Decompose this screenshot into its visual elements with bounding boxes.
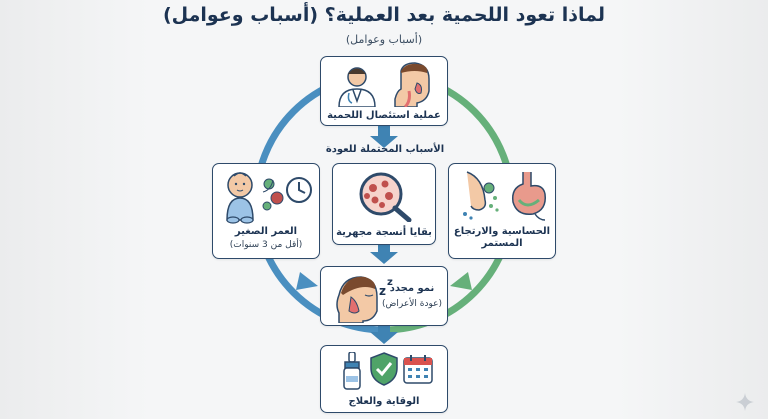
arrow-head-mid xyxy=(370,252,398,264)
node-allergy-reflux: الحساسية والارتجاع المستمر xyxy=(448,163,556,259)
sleeping-face-icon xyxy=(336,276,378,323)
node-prevention: الوقاية والعلاج xyxy=(320,345,448,413)
node-regrowth: z z نمو مجدد (عودة الأعراض) xyxy=(320,266,448,326)
baby-icon xyxy=(226,172,254,224)
nose-icon xyxy=(463,171,499,220)
arrow-shaft-top xyxy=(378,126,390,136)
page-title: لماذا تعود اللحمية بعد العملية؟ (أسباب و… xyxy=(162,4,606,26)
shield-check-icon xyxy=(370,352,398,386)
page-subtitle: (أسباب وعوامل) xyxy=(345,33,423,46)
patient-throat-icon xyxy=(394,62,430,107)
arrow-shaft-mid xyxy=(378,242,390,252)
node-allergy-reflux-label: الحساسية والارتجاع المستمر xyxy=(453,226,551,249)
arrow-head-bottom xyxy=(370,332,398,344)
node-regrowth-sub: (عودة الأعراض) xyxy=(382,299,442,309)
svg-text:z: z xyxy=(379,284,386,297)
microscope-tissue-icon xyxy=(359,172,412,222)
node-residual-tissue: بقايا أنسجة مجهرية xyxy=(332,163,436,245)
node-young-age: العمر الصغير (أقل من 3 سنوات) xyxy=(212,163,320,259)
node-young-age-label: العمر الصغير xyxy=(234,226,298,237)
zzz-icon: z z xyxy=(379,277,393,297)
node-prevention-label: الوقاية والعلاج xyxy=(348,396,420,407)
ring-arrowhead-right xyxy=(450,272,472,290)
arrow-head-top xyxy=(370,136,398,148)
doctor-icon xyxy=(338,67,376,107)
nasal-spray-icon xyxy=(343,352,361,390)
node-young-age-sub: (أقل من 3 سنوات) xyxy=(229,240,303,250)
node-residual-tissue-label: بقايا أنسجة مجهرية xyxy=(336,227,432,238)
svg-text:z: z xyxy=(387,277,393,288)
node-regrowth-label: نمو مجدد xyxy=(389,283,435,294)
causes-heading: الأسباب المحتملة للعودة xyxy=(325,144,445,155)
sparkle-watermark-icon xyxy=(736,393,754,411)
background-fade-right xyxy=(618,0,768,419)
node-surgery: عملية استئصال اللحمية xyxy=(320,56,448,126)
clock-icon xyxy=(286,177,312,203)
ring-arrowhead-left xyxy=(296,272,318,290)
arrow-shaft-bottom xyxy=(378,324,390,332)
node-surgery-label: عملية استئصال اللحمية xyxy=(327,110,441,121)
bacteria-icon xyxy=(262,178,284,211)
calendar-icon xyxy=(403,355,433,384)
stomach-reflux-icon xyxy=(511,172,546,221)
background-fade-left xyxy=(0,0,150,419)
